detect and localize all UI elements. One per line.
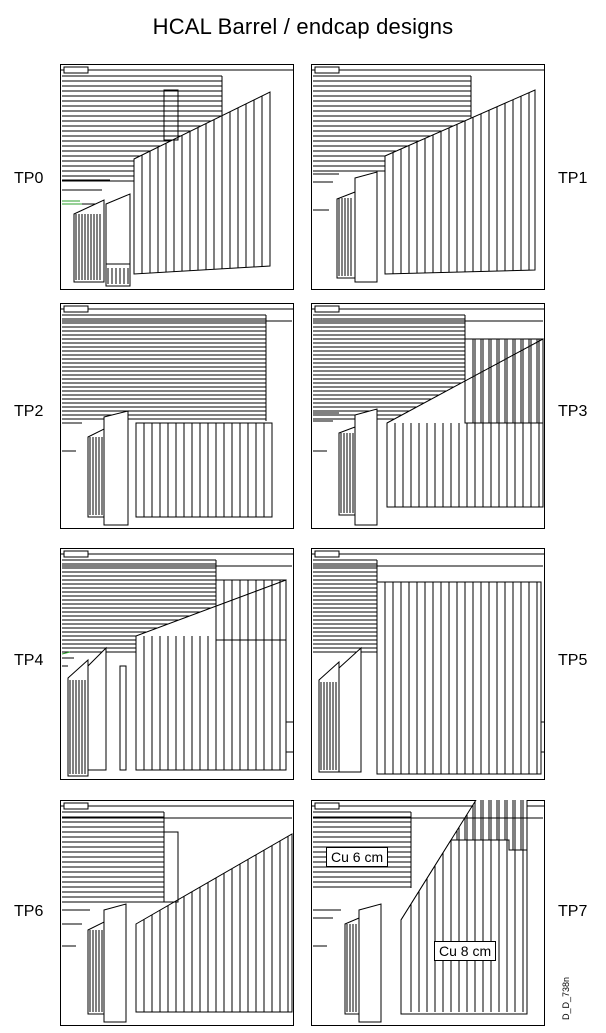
panel-frame xyxy=(60,303,294,529)
annotation-cu-6cm: Cu 6 cm xyxy=(326,847,389,867)
barrel-step xyxy=(163,89,179,141)
beam-pipe-notch xyxy=(63,305,89,313)
panel-label-tp5: TP5 xyxy=(558,652,588,669)
panel-label-tp7: TP7 xyxy=(558,903,588,920)
green-marker xyxy=(61,651,71,655)
endcap-outline-tp7 xyxy=(400,839,528,1015)
beam-pipe-notch xyxy=(314,66,340,74)
document-code: D_D_738n xyxy=(561,976,571,1020)
outer-step xyxy=(285,721,294,753)
panel-frame xyxy=(311,548,545,780)
panel-tp0 xyxy=(60,64,294,290)
endcap-outline xyxy=(133,91,271,275)
panel-label-tp2: TP2 xyxy=(14,403,44,420)
beam-pipe-notch xyxy=(63,802,89,810)
inner-plate xyxy=(103,410,129,526)
beam-pipe-notch xyxy=(63,66,89,74)
annotation-cu-8cm: Cu 8 cm xyxy=(434,941,497,961)
inner-plate xyxy=(336,191,356,279)
panel-label-tp0: TP0 xyxy=(14,170,44,187)
beam-pipe-notch xyxy=(314,550,340,558)
endcap-upper-block xyxy=(464,338,544,424)
panel-tp7 xyxy=(311,800,545,1026)
endcap-upper-block xyxy=(215,579,287,641)
inner-plate xyxy=(105,263,131,287)
endcap-outline xyxy=(376,581,542,775)
panel-frame xyxy=(311,64,545,290)
beam-pipe-notch xyxy=(63,550,89,558)
panel-tp2 xyxy=(60,303,294,529)
panel-label-tp6: TP6 xyxy=(14,903,44,920)
panel-label-tp3: TP3 xyxy=(558,403,588,420)
panel-frame xyxy=(311,800,545,1026)
panel-frame xyxy=(60,800,294,1026)
inner-plate xyxy=(358,903,382,1023)
outer-step xyxy=(540,721,545,753)
page-title: HCAL Barrel / endcap designs xyxy=(152,14,454,39)
panel-tp5 xyxy=(311,548,545,780)
panel-frame xyxy=(311,303,545,529)
beam-pipe-notch xyxy=(314,305,340,313)
inner-plate xyxy=(354,171,378,283)
endcap-outline xyxy=(135,833,293,1013)
panel-tp4 xyxy=(60,548,294,780)
barrel-step xyxy=(163,831,179,903)
panel-tp1 xyxy=(311,64,545,290)
panel-frame xyxy=(60,64,294,290)
inner-plate xyxy=(103,903,127,1023)
inner-plate xyxy=(338,646,362,773)
inner-plate xyxy=(354,408,378,526)
beam-pipe-notch xyxy=(314,802,340,810)
panel-tp6 xyxy=(60,800,294,1026)
endcap-outline xyxy=(135,422,273,518)
inner-plate xyxy=(87,646,107,771)
inner-plate xyxy=(119,665,127,771)
panel-frame xyxy=(60,548,294,780)
panel-tp3 xyxy=(311,303,545,529)
panel-label-tp1: TP1 xyxy=(558,170,588,187)
panel-label-tp4: TP4 xyxy=(14,652,44,669)
